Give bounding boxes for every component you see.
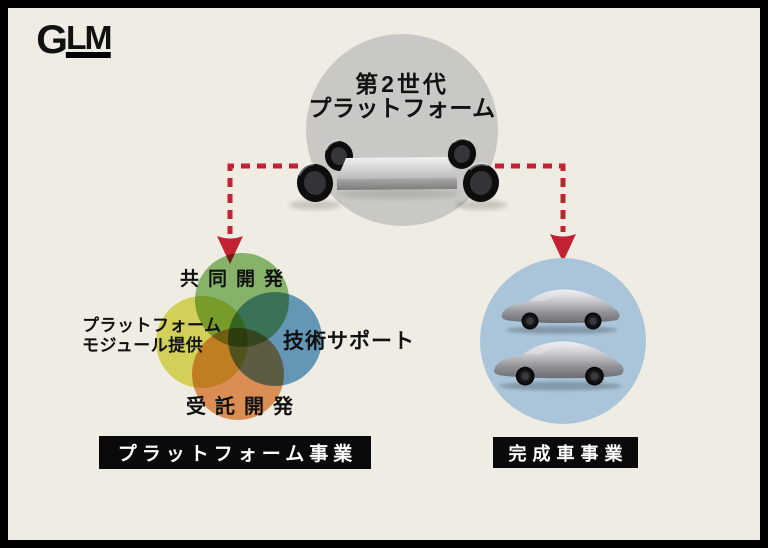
- platform-title-line2: プラットフォーム: [308, 95, 496, 122]
- venn-label-module-line2: モジュール提供: [82, 336, 204, 356]
- venn-label-joint-development: 共同開発: [180, 269, 293, 290]
- logo-letter-g: G: [36, 18, 68, 62]
- venn-label-contract-development: 受託開発: [186, 396, 302, 418]
- venn-label-module-line1: プラットフォーム: [82, 316, 222, 335]
- finished-car-business-label: 完成車事業: [493, 437, 638, 468]
- second-gen-platform-circle: [306, 34, 498, 226]
- platform-title: 第2世代 プラットフォーム: [226, 72, 578, 121]
- arrow-down-right: [495, 163, 576, 262]
- venn-label-module-supply: プラットフォーム モジュール提供: [82, 316, 222, 356]
- platform-business-label: プラットフォーム事業: [99, 436, 371, 469]
- wheel-shadow: [289, 200, 341, 210]
- logo-letters-lm: LM: [65, 19, 113, 58]
- venn-label-tech-support: 技術サポート: [283, 330, 415, 353]
- arrow-down-left: [217, 163, 298, 264]
- venn-circle-contract-development: [192, 328, 284, 420]
- platform-title-line1: 第2世代: [355, 71, 449, 97]
- finished-car-circle: [480, 258, 646, 424]
